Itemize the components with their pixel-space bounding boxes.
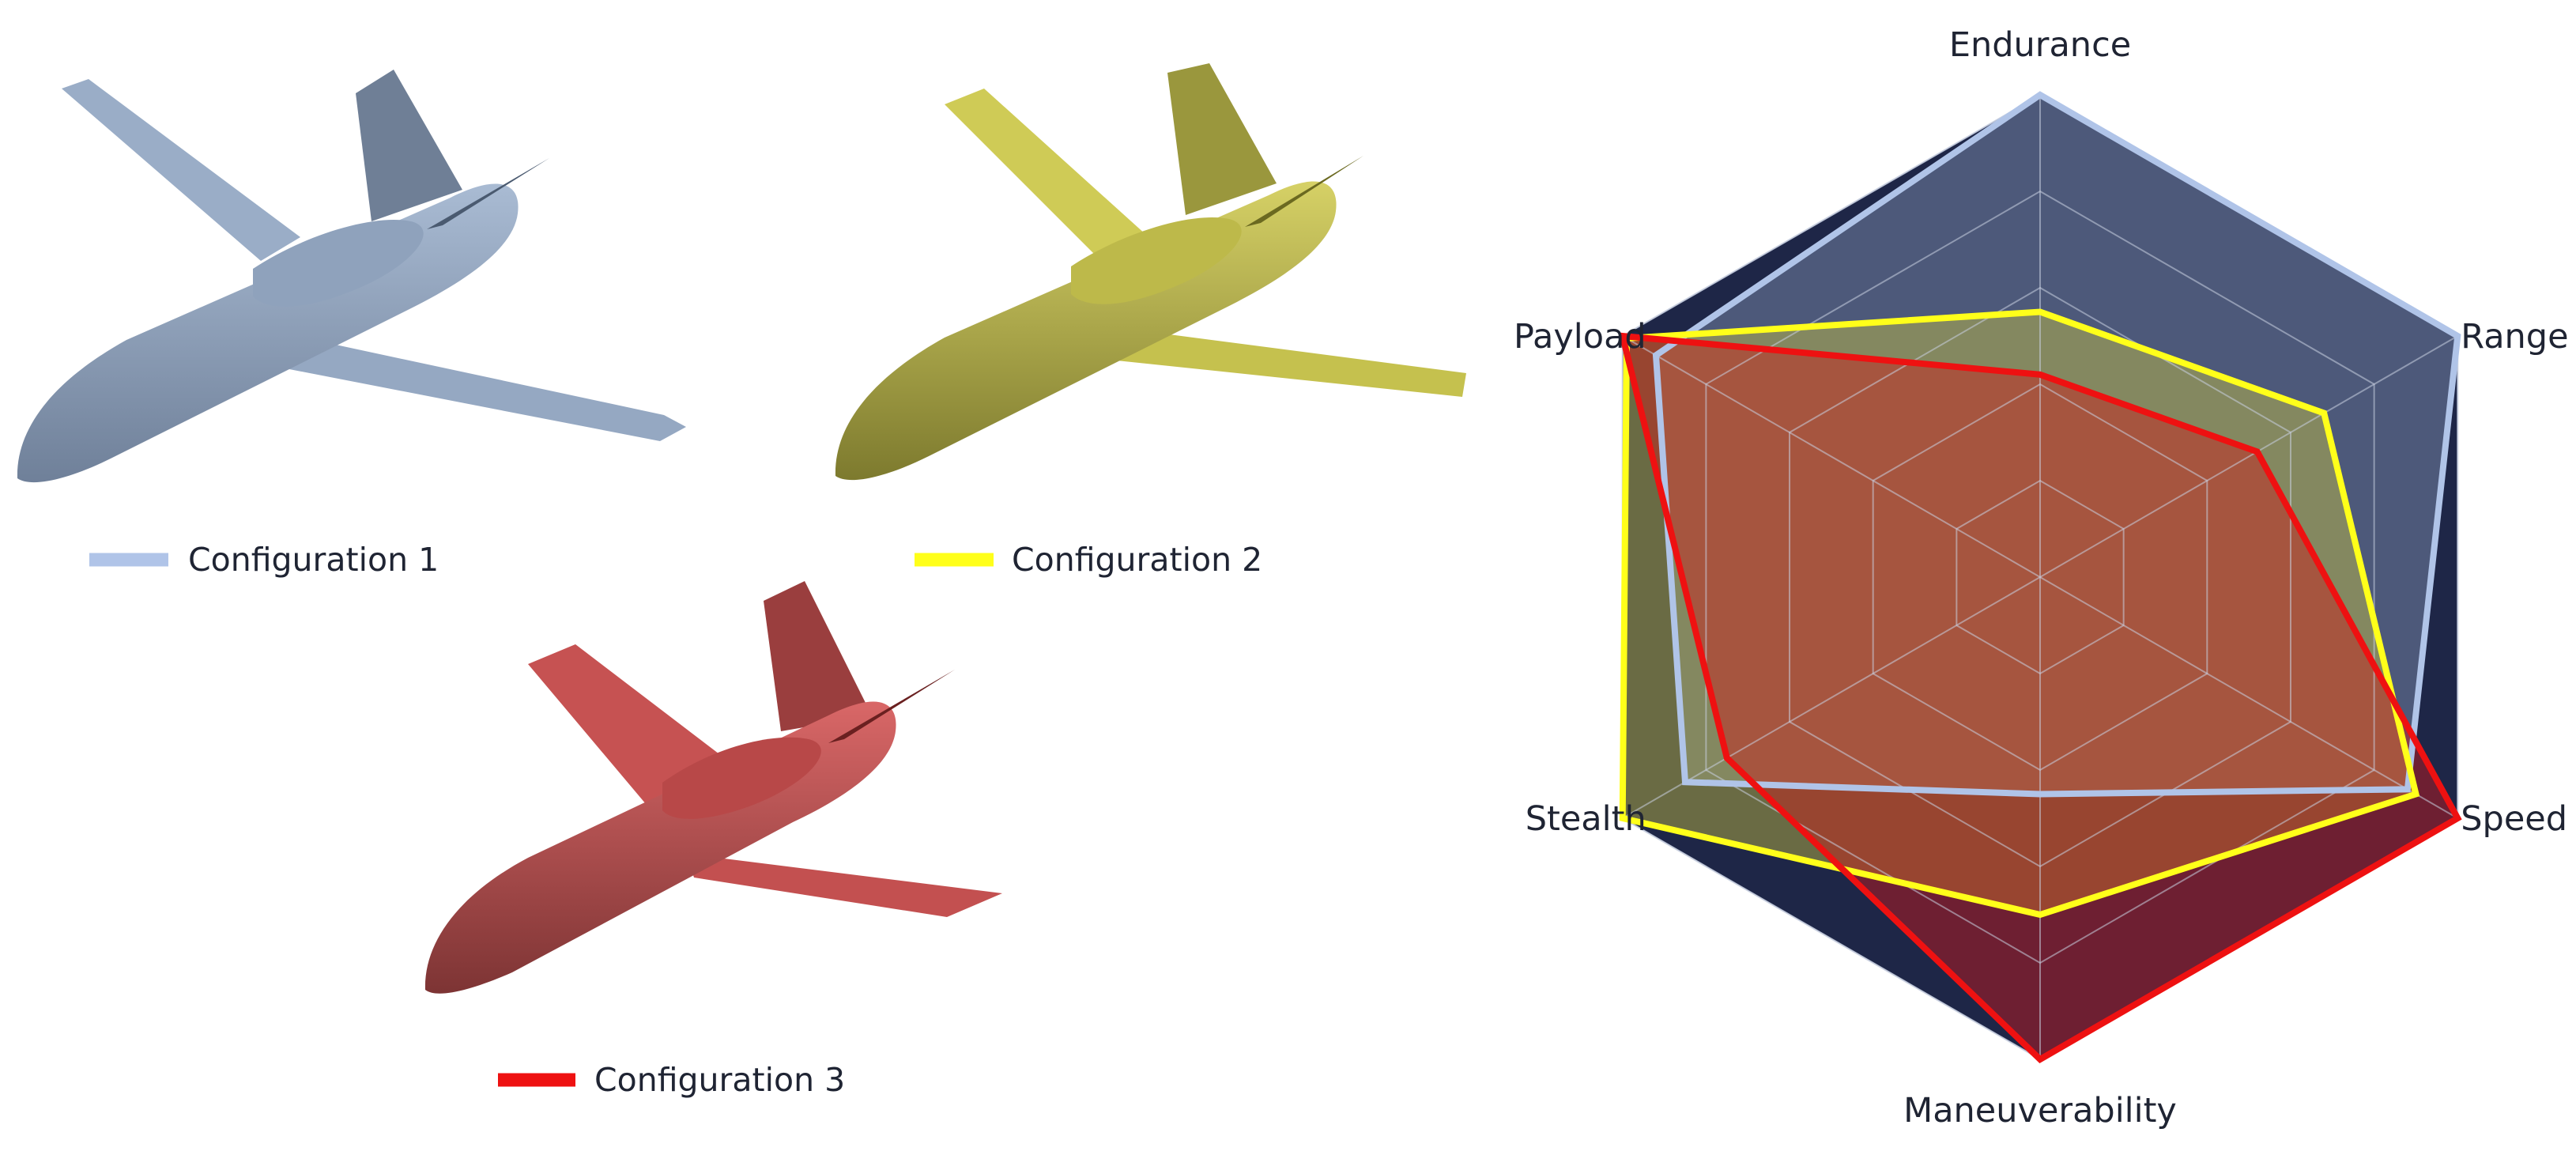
legend-label-3: Configuration 3 — [594, 1061, 845, 1099]
radar-axis-label-speed: Speed — [2461, 799, 2567, 839]
radar-spoke — [1622, 335, 2041, 578]
aircraft-configuration-3 — [424, 581, 1002, 994]
radar-axis-label-range: Range — [2461, 317, 2568, 357]
radar-fill-series-1 — [1655, 95, 2458, 795]
radar-spoke — [2039, 576, 2458, 819]
radar-axis-label-endurance: Endurance — [1949, 25, 2131, 65]
legend-label-2: Configuration 2 — [1012, 541, 1262, 579]
radar-spoke — [2039, 335, 2458, 578]
radar-line-series-1 — [1652, 91, 2461, 798]
radar-line-series-3 — [1618, 332, 2462, 1063]
radar-spoke — [1622, 576, 2041, 819]
legend-label-1: Configuration 1 — [188, 541, 439, 579]
radar-axis-label-maneuverability: Maneuverability — [1903, 1091, 2177, 1130]
legend-configuration-3: Configuration 3 — [498, 1061, 845, 1099]
radar-axis-label-stealth: Stealth — [1526, 799, 1646, 839]
legend-configuration-1: Configuration 1 — [89, 541, 439, 579]
aircraft-configuration-1 — [17, 70, 686, 483]
legend-configuration-2: Configuration 2 — [915, 541, 1262, 579]
radar-series — [1618, 91, 2462, 1063]
aircraft-configuration-2 — [835, 63, 1466, 481]
radar-axis-label-payload: Payload — [1514, 317, 1646, 357]
